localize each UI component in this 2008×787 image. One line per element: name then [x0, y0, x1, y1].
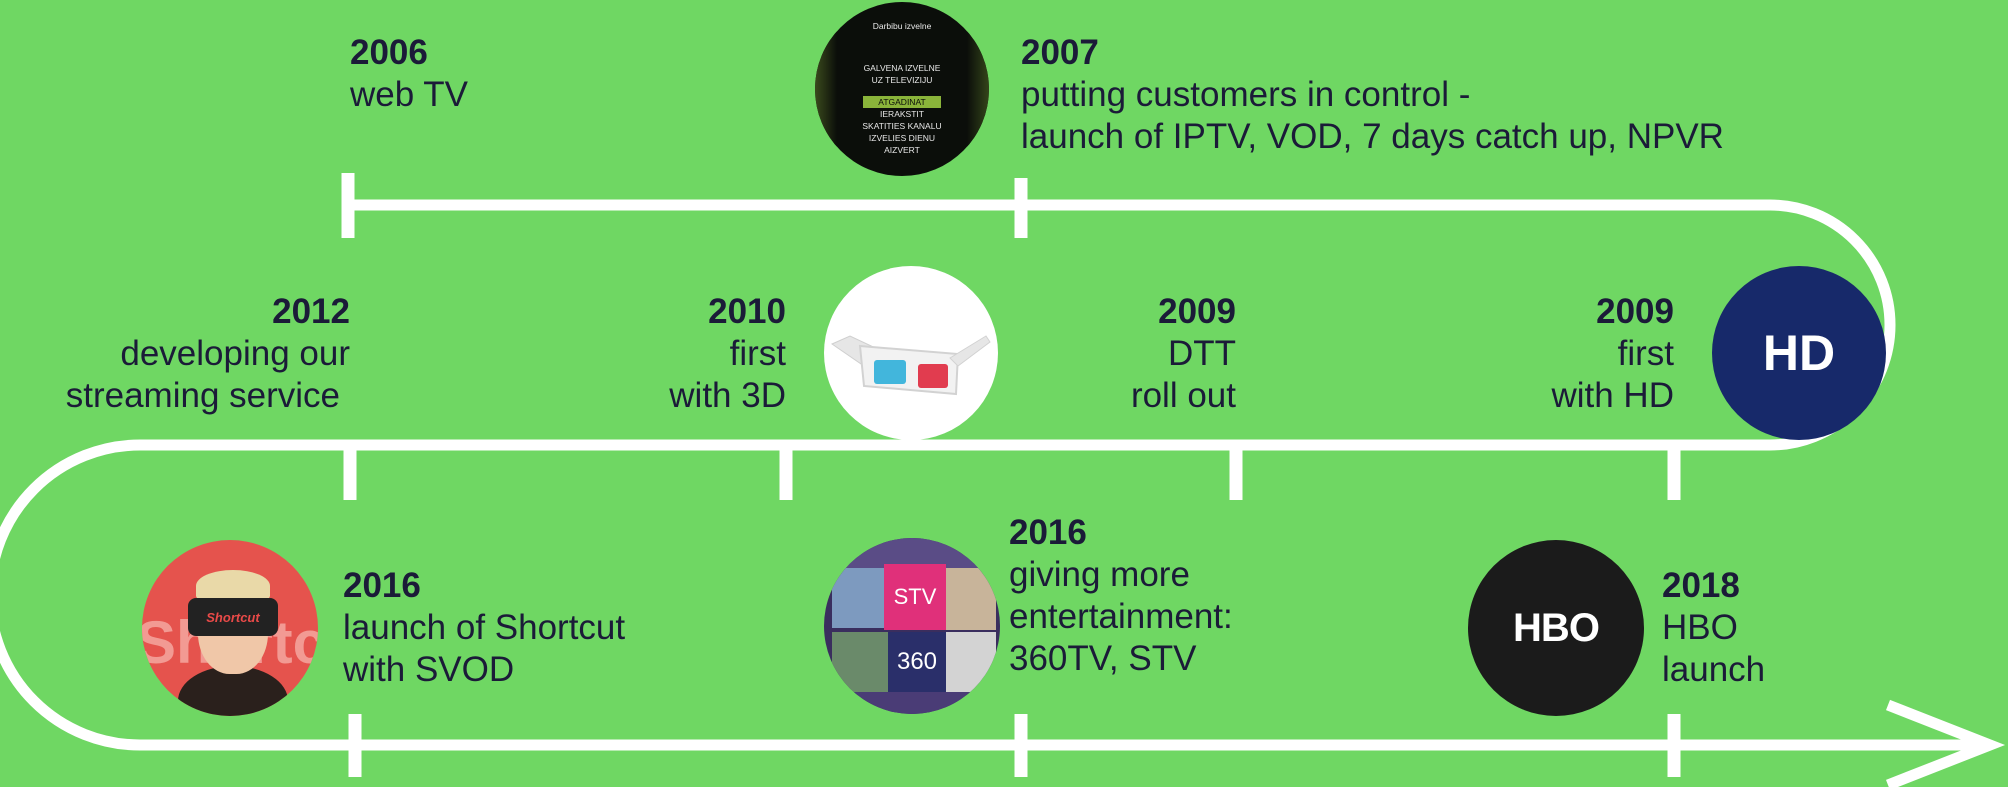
tv-channels-photo: STV 360 — [824, 538, 1000, 714]
event-text: DTT — [1167, 334, 1236, 373]
3d-glasses-icon — [824, 266, 998, 440]
event-year: 2006 — [350, 33, 428, 72]
event-year: 2012 — [272, 292, 350, 331]
arrowhead — [1885, 699, 2006, 787]
hd-logo: HD — [1712, 266, 1886, 440]
event-text: first — [729, 334, 786, 373]
event-2016-entertainment: 2016 giving more entertainment: 360TV, S… — [1009, 512, 1233, 680]
event-text: with 3D — [669, 376, 786, 415]
event-year: 2018 — [1662, 566, 1740, 605]
tv-menu-item-selected: ATGADINAT — [863, 96, 941, 108]
event-text: HBO — [1662, 608, 1738, 647]
3d-glasses-drawing — [830, 335, 991, 396]
event-year: 2016 — [343, 566, 421, 605]
track-upper — [0, 199, 1990, 751]
event-text: with HD — [1551, 376, 1674, 415]
event-year: 2016 — [1009, 513, 1087, 552]
360-tile-label: 360 — [896, 648, 938, 675]
event-text: 360TV, STV — [1009, 639, 1197, 678]
event-text: with SVOD — [343, 650, 515, 689]
hbo-logo-text: HBO — [1513, 605, 1600, 650]
hd-logo-text: HD — [1762, 325, 1836, 381]
event-year: 2010 — [708, 292, 786, 331]
vr-headset: Shortcut — [188, 598, 278, 636]
event-year: 2009 — [1596, 292, 1674, 331]
stv-tile-label: STV — [893, 584, 937, 609]
tv-menu-item: UZ TELEVIZIJU — [871, 75, 933, 85]
event-year: 2009 — [1158, 292, 1236, 331]
event-text: first — [1617, 334, 1674, 373]
event-year: 2007 — [1021, 33, 1099, 72]
360-tile: 360 — [888, 632, 946, 692]
tv-menu-item: SKATITIES KANALU — [862, 121, 942, 131]
person-hair — [196, 570, 270, 602]
tv-menu-item: AIZVERT — [884, 145, 920, 155]
event-2009-dtt: 2009 DTT roll out — [1131, 291, 1236, 417]
event-text: launch of IPTV, VOD, 7 days catch up, NP… — [1021, 117, 1724, 156]
event-text: launch — [1662, 650, 1766, 689]
vr-headset-person-photo: Shortc Shortcut — [142, 540, 318, 716]
event-text: web TV — [350, 75, 469, 114]
person-shoulders — [178, 666, 288, 716]
event-2007: 2007 putting customers in control - laun… — [1021, 32, 1724, 158]
event-text: entertainment: — [1009, 597, 1233, 636]
event-2016-shortcut: 2016 launch of Shortcut with SVOD — [343, 565, 625, 691]
stv-tile: STV — [884, 564, 946, 630]
event-text: putting customers in control - — [1021, 75, 1471, 114]
event-2006: 2006 web TV — [350, 32, 468, 116]
event-text: roll out — [1130, 376, 1236, 415]
event-2009-hd: 2009 first with HD — [1551, 291, 1674, 417]
headset-label: Shortcut — [206, 609, 260, 625]
event-2018: 2018 HBO launch — [1662, 565, 1765, 691]
tv-menu-icon: Darbibu izvelne GALVENA IZVELNE UZ TELEV… — [815, 2, 989, 176]
event-2012: 2012 developing our streaming service — [66, 291, 350, 417]
event-2010: 2010 first with 3D — [669, 291, 786, 417]
event-text: giving more — [1009, 555, 1190, 594]
event-text: launch of Shortcut — [343, 608, 626, 647]
tv-menu-item: IZVELIES DIENU — [868, 133, 936, 143]
tv-menu-item: GALVENA IZVELNE — [863, 63, 941, 73]
event-text: streaming service — [65, 376, 340, 415]
event-text: developing our — [120, 334, 350, 373]
hbo-logo: HBO — [1468, 540, 1644, 716]
tv-menu-header: Darbibu izvelne — [872, 21, 932, 31]
tv-menu-item: IERAKSTIT — [880, 109, 924, 119]
